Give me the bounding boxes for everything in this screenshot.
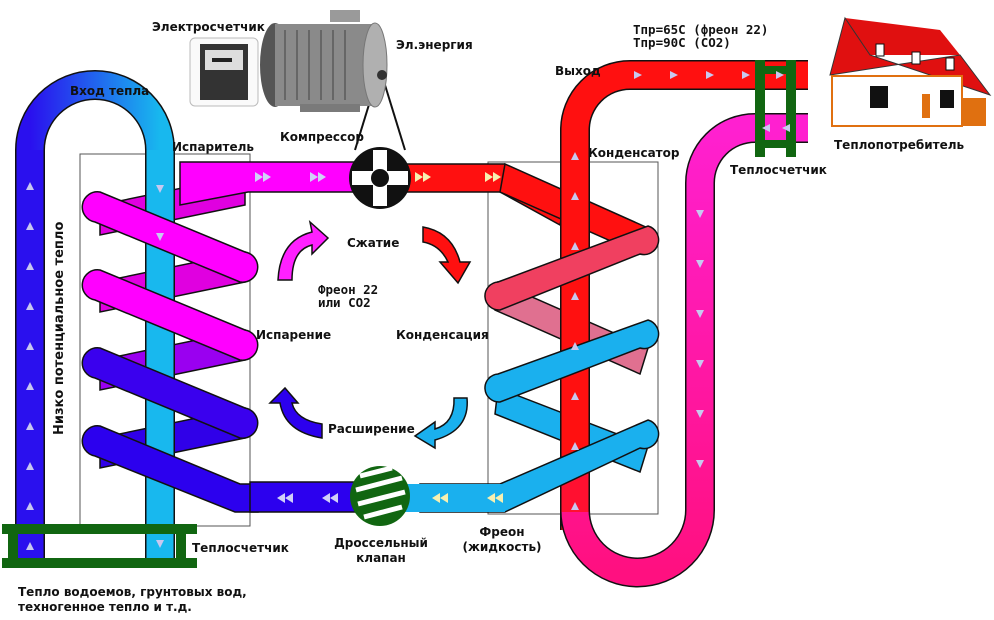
throttle-valve-label-1: Дроссельный xyxy=(334,536,428,550)
evaporation-label: Испарение xyxy=(256,328,332,342)
electric-energy-label: Эл.энергия xyxy=(396,38,473,52)
heat-meter-right-label: Теплосчетчик xyxy=(730,163,827,177)
heat-input-label: Вход тепла xyxy=(70,84,150,98)
refrigerant-label-1: Фреон 22 xyxy=(318,282,379,297)
temp-co2-label: Tпр=90C (CO2) xyxy=(633,35,731,50)
throttle-valve-label-2: клапан xyxy=(356,551,406,565)
compression-label: Сжатие xyxy=(347,236,400,250)
electricity-meter-image xyxy=(189,37,259,107)
condenser-label: Конденсатор xyxy=(588,146,680,160)
evaporator-label: Испаритель xyxy=(172,140,255,154)
freon-liquid-label-1: Фреон xyxy=(479,525,525,539)
output-label: Выход xyxy=(555,64,601,78)
house-image xyxy=(829,16,992,127)
refrigerant-label-2: или CO2 xyxy=(318,295,371,310)
freon-liquid-label-2: (жидкость) xyxy=(462,540,542,554)
compressor-symbol xyxy=(349,84,411,209)
low-potential-heat-label: Низко потенциальное тепло xyxy=(52,221,67,435)
heat-meter-left xyxy=(2,524,197,568)
heat-meter-left-label: Теплосчетчик xyxy=(192,541,289,555)
evaporator-outlet-pipe xyxy=(179,161,361,206)
compressor-motor-image xyxy=(260,10,388,112)
expansion-label: Расширение xyxy=(328,422,415,436)
flow-arrows xyxy=(26,71,790,550)
condensation-label: Конденсация xyxy=(396,328,489,342)
electricity-meter-label: Электросчетчик xyxy=(152,20,265,34)
temp-freon-label: Tпр=65C (фреон 22) xyxy=(633,22,769,37)
refrigerant-flow-arrows xyxy=(415,172,503,503)
throttle-valve xyxy=(350,465,410,526)
heat-source-label-2: техногенное тепло и т.д. xyxy=(18,600,192,614)
heat-source-label-1: Тепло водоемов, грунтовых вод, xyxy=(18,585,247,599)
compressor-label: Компрессор xyxy=(280,130,364,144)
cycle-arrows xyxy=(268,219,472,450)
heat-inlet-loop xyxy=(14,70,175,560)
evaporator-coil-front xyxy=(81,191,259,513)
heat-meter-right xyxy=(755,60,796,157)
evaporator-inlet-pipe xyxy=(249,481,361,513)
heat-consumer-label: Теплопотребитель xyxy=(834,138,965,152)
